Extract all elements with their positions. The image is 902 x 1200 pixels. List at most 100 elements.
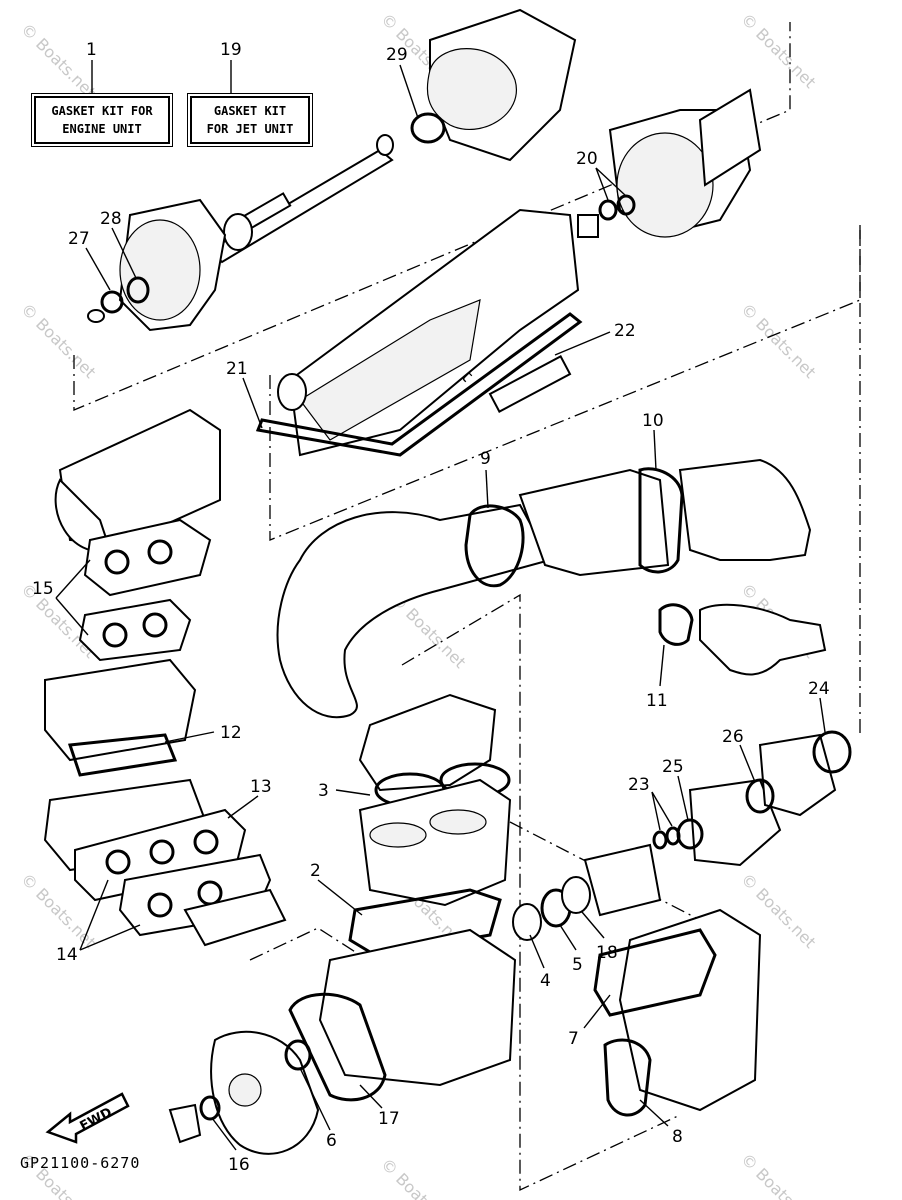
gasket-8 (603, 1038, 652, 1117)
callout-19: 19 (220, 40, 242, 60)
impeller-housing-face (616, 132, 714, 238)
callout-24: 24 (808, 679, 830, 699)
jet-unit-group (73, 8, 861, 1192)
flywheel-badge (228, 1073, 262, 1107)
coupler-housing (583, 843, 662, 917)
callout-15: 15 (32, 579, 54, 599)
exhaust-pipe-main (276, 503, 552, 719)
oil-seal-16 (199, 1095, 221, 1121)
leader-15b (55, 597, 89, 636)
spline-gear (577, 214, 599, 238)
callout-25: 25 (662, 757, 684, 777)
watermark: © Boats.net (17, 19, 99, 101)
head-hole (142, 612, 168, 638)
outlet-elbow (699, 603, 827, 676)
coupler-4 (512, 903, 542, 941)
callout-21: 21 (226, 359, 248, 379)
leader-4 (529, 934, 545, 969)
gasket-21 (255, 312, 583, 457)
callout-4: 4 (540, 971, 551, 991)
forward-arrow-icon: FWD (45, 1092, 130, 1144)
gasket-10 (638, 467, 684, 574)
kit-jet-line2: FOR JET UNIT (206, 122, 294, 136)
leader-29 (399, 64, 419, 119)
leader-23b (651, 791, 673, 827)
leader-5 (559, 924, 577, 951)
leader-27 (85, 247, 111, 291)
leader-8 (639, 1099, 669, 1127)
bearing-18 (561, 876, 591, 914)
crankcase (318, 928, 517, 1087)
callout-13: 13 (250, 777, 272, 797)
starter-gear (168, 1103, 202, 1144)
callout-6: 6 (326, 1131, 337, 1151)
callout-22: 22 (614, 321, 636, 341)
callout-8: 8 (672, 1127, 683, 1147)
head-hole (104, 549, 130, 575)
jet-group-boundary (73, 22, 791, 411)
exhaust-manifold (618, 908, 762, 1112)
intake-manifold (44, 658, 197, 762)
o-ring-23a (652, 830, 668, 850)
callout-11: 11 (646, 691, 668, 711)
exhaust-gasket-7 (593, 928, 717, 1017)
callout-1: 1 (86, 40, 97, 60)
reed-link-line (249, 927, 361, 961)
kit-jet-line1: GASKET KIT (213, 104, 287, 118)
leader-22 (554, 331, 611, 356)
cylinder-bore (369, 822, 427, 848)
leader-18 (581, 911, 605, 939)
seal-24 (812, 730, 852, 774)
leader-24 (819, 697, 826, 733)
leader-21 (242, 377, 263, 429)
bearing-26 (745, 778, 775, 814)
leader-7 (583, 994, 611, 1029)
intake-housing-side (299, 299, 481, 441)
water-lock (678, 458, 812, 561)
callout-7: 7 (568, 1029, 579, 1049)
leader-20a (595, 167, 609, 201)
leader-23a (651, 791, 661, 831)
left-parts-group (43, 518, 287, 947)
watermark: © Boats.net (737, 9, 819, 91)
engine-group (168, 693, 852, 1155)
stator-cover-gasket-17 (288, 992, 387, 1102)
bearing-28 (126, 276, 150, 304)
callout-27: 27 (68, 229, 90, 249)
bearing-housing-26 (758, 733, 837, 817)
leader-28 (111, 227, 137, 279)
port-hole (193, 829, 219, 855)
port-hole (105, 849, 131, 875)
flywheel-cover (210, 1030, 320, 1155)
leader-9 (485, 469, 489, 509)
oil-seal-6 (284, 1039, 312, 1071)
port-hole (147, 892, 173, 918)
leader-lines (55, 60, 826, 1151)
leader-17 (359, 1084, 383, 1109)
callout-28: 28 (100, 209, 122, 229)
watermark: © Boats.net (377, 1154, 459, 1200)
leader-12 (164, 731, 215, 743)
port-hole (149, 839, 175, 865)
callout-18: 18 (596, 943, 618, 963)
callout-20: 20 (576, 149, 598, 169)
exhaust-chamber (518, 468, 670, 577)
leader-2 (317, 879, 363, 916)
callout-16: 16 (228, 1155, 250, 1175)
reed-valve (183, 888, 287, 947)
leader-15a (55, 559, 91, 599)
cylinder-bore (429, 809, 487, 835)
intake-cap (277, 373, 307, 411)
kit-engine-line1: GASKET KIT FOR (51, 104, 153, 118)
leader-25 (677, 775, 689, 821)
callout-12: 12 (220, 723, 242, 743)
impeller (698, 88, 762, 187)
bearing-shaft (223, 213, 253, 251)
leader-3 (335, 789, 371, 796)
gasket-kit-jet-label: GASKET KIT FOR JET UNIT (190, 96, 310, 144)
bearing-housing-face (119, 219, 201, 321)
bearing-25 (676, 818, 704, 850)
shaft-collar (376, 134, 394, 156)
leader-16 (211, 1117, 237, 1151)
